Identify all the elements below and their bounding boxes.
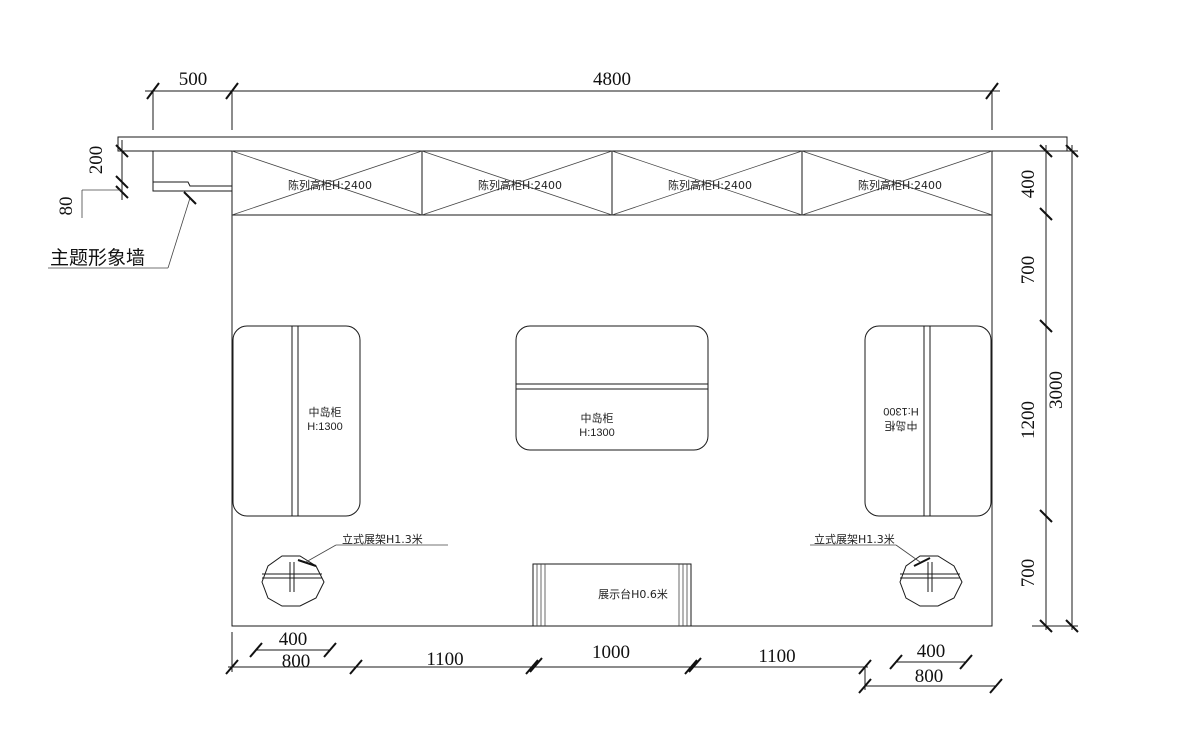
dim-right-3000: 3000	[1046, 371, 1067, 409]
theme-wall-leader	[167, 197, 191, 269]
island-center-height: H:1300	[579, 427, 614, 439]
stand-rack-left-label: 立式展架H1.3米	[342, 532, 423, 546]
bottom-dimension-line	[225, 632, 1003, 694]
display-table	[532, 563, 692, 627]
dim-bottom-1100-left: 1100	[426, 649, 463, 670]
stand-rack-right	[899, 555, 963, 607]
right-dimension-line	[1032, 144, 1079, 633]
dim-right-700-b: 700	[1018, 559, 1039, 588]
island-left-name: 中岛柜	[309, 405, 342, 419]
dim-bottom-800-right: 800	[915, 666, 944, 687]
tall-cabinet-row	[231, 150, 993, 216]
theme-wall-label: 主题形象墙	[50, 247, 145, 269]
tall-cabinet-label-1: 陈列高柜H:2400	[288, 178, 372, 192]
dim-bottom-400-right: 400	[917, 641, 946, 662]
dim-bottom-800-left: 800	[282, 651, 311, 672]
dim-bottom-1100-right: 1100	[758, 646, 795, 667]
island-center-name: 中岛柜	[581, 411, 614, 425]
stand-rack-right-leader	[895, 544, 921, 563]
dim-top-4800: 4800	[593, 69, 631, 90]
display-table-label: 展示台H0.6米	[598, 587, 668, 601]
top-wall-strip	[117, 136, 1068, 152]
dim-left-80: 80	[56, 197, 77, 216]
top-dimension-line	[145, 82, 1000, 130]
dim-top-500: 500	[179, 69, 208, 90]
island-cabinet-center	[515, 325, 709, 451]
dim-right-1200: 1200	[1018, 401, 1039, 439]
theme-wall-block	[152, 151, 232, 192]
stand-rack-left	[261, 555, 325, 607]
island-left-height: H:1300	[307, 421, 342, 433]
dim-left-200: 200	[86, 146, 107, 175]
dim-right-700-a: 700	[1018, 256, 1039, 285]
island-right-name: 中岛柜	[885, 419, 918, 433]
dim-bottom-400-left: 400	[279, 629, 308, 650]
dim-right-400: 400	[1018, 170, 1039, 199]
left-dimension-line	[81, 140, 129, 218]
island-right-height: H:1300	[883, 405, 918, 417]
island-cabinet-right	[864, 325, 992, 517]
stand-rack-left-leader	[305, 544, 337, 563]
tall-cabinet-label-2: 陈列高柜H:2400	[478, 178, 562, 192]
tall-cabinet-label-4: 陈列高柜H:2400	[858, 178, 942, 192]
tall-cabinet-label-3: 陈列高柜H:2400	[668, 178, 752, 192]
dim-bottom-1000: 1000	[592, 642, 630, 663]
island-cabinet-left	[232, 325, 361, 517]
stand-rack-right-label: 立式展架H1.3米	[814, 532, 895, 546]
